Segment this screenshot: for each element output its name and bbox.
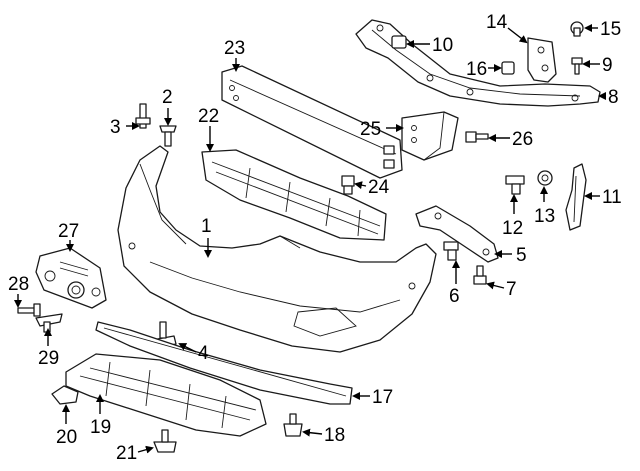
callout-25: 25 [360,119,381,140]
callout-27: 27 [58,221,79,242]
push-pin-2 [159,125,177,147]
callout-labels: 1 2 3 4 5 6 7 8 9 10 11 12 13 14 15 16 1… [8,12,622,464]
lower-splash-shield [65,353,267,437]
bolt-6 [443,241,459,261]
callout-13: 13 [534,206,555,227]
callout-19: 19 [90,417,111,438]
callout-17: 17 [372,387,393,408]
push-pin-29 [35,313,63,333]
leader-21 [137,445,154,454]
callout-14: 14 [486,12,508,33]
leader-7 [486,281,505,290]
callout-29: 29 [38,348,59,369]
side-bracket [415,205,499,263]
callout-23: 23 [224,38,245,59]
callout-7: 7 [506,279,517,300]
bolt-24 [341,175,355,195]
lower-deflector-strip [95,321,353,405]
callout-3: 3 [110,117,121,138]
side-retainer-bracket [565,163,587,231]
callout-1: 1 [201,216,212,237]
clip-nut-16 [501,61,515,75]
callout-2: 2 [162,87,173,108]
bolt-12 [505,175,525,195]
callout-22: 22 [198,106,219,127]
callout-4: 4 [198,343,209,364]
screw-28 [17,303,41,317]
callout-24: 24 [368,177,390,198]
leader-24 [354,181,367,190]
upper-grille [201,149,387,241]
long-bolt-3 [135,103,151,129]
leader-lines [14,24,606,454]
push-pin-18 [283,413,303,437]
callout-11: 11 [602,187,622,208]
callout-15: 15 [600,19,621,40]
front-bumper-fascia [117,145,437,353]
leader-14 [507,27,528,44]
energy-absorber-bar [221,65,403,179]
callout-26: 26 [512,129,533,150]
callout-28: 28 [8,274,29,295]
leader-4 [178,343,197,353]
callout-5: 5 [516,245,527,266]
callout-9: 9 [602,55,613,76]
fog-lamp-bezel [35,247,107,309]
bolt-9 [571,57,583,75]
callout-16: 16 [466,59,487,80]
crush-box-bracket [401,111,459,161]
callout-12: 12 [502,218,523,239]
callout-18: 18 [324,425,345,446]
clip-nut-10 [391,35,407,49]
leader-18 [302,428,323,437]
push-pin-15 [570,21,584,37]
callout-8: 8 [608,87,619,108]
bolt-7 [473,265,487,285]
callout-21: 21 [116,443,137,464]
nut-13 [537,170,553,186]
callout-10: 10 [432,35,453,56]
push-pin-21 [153,429,177,453]
callout-20: 20 [56,427,77,448]
callout-6: 6 [449,286,460,307]
small-bracket-20 [51,385,79,405]
bracket-plate [527,37,557,83]
bolt-26 [465,131,489,143]
